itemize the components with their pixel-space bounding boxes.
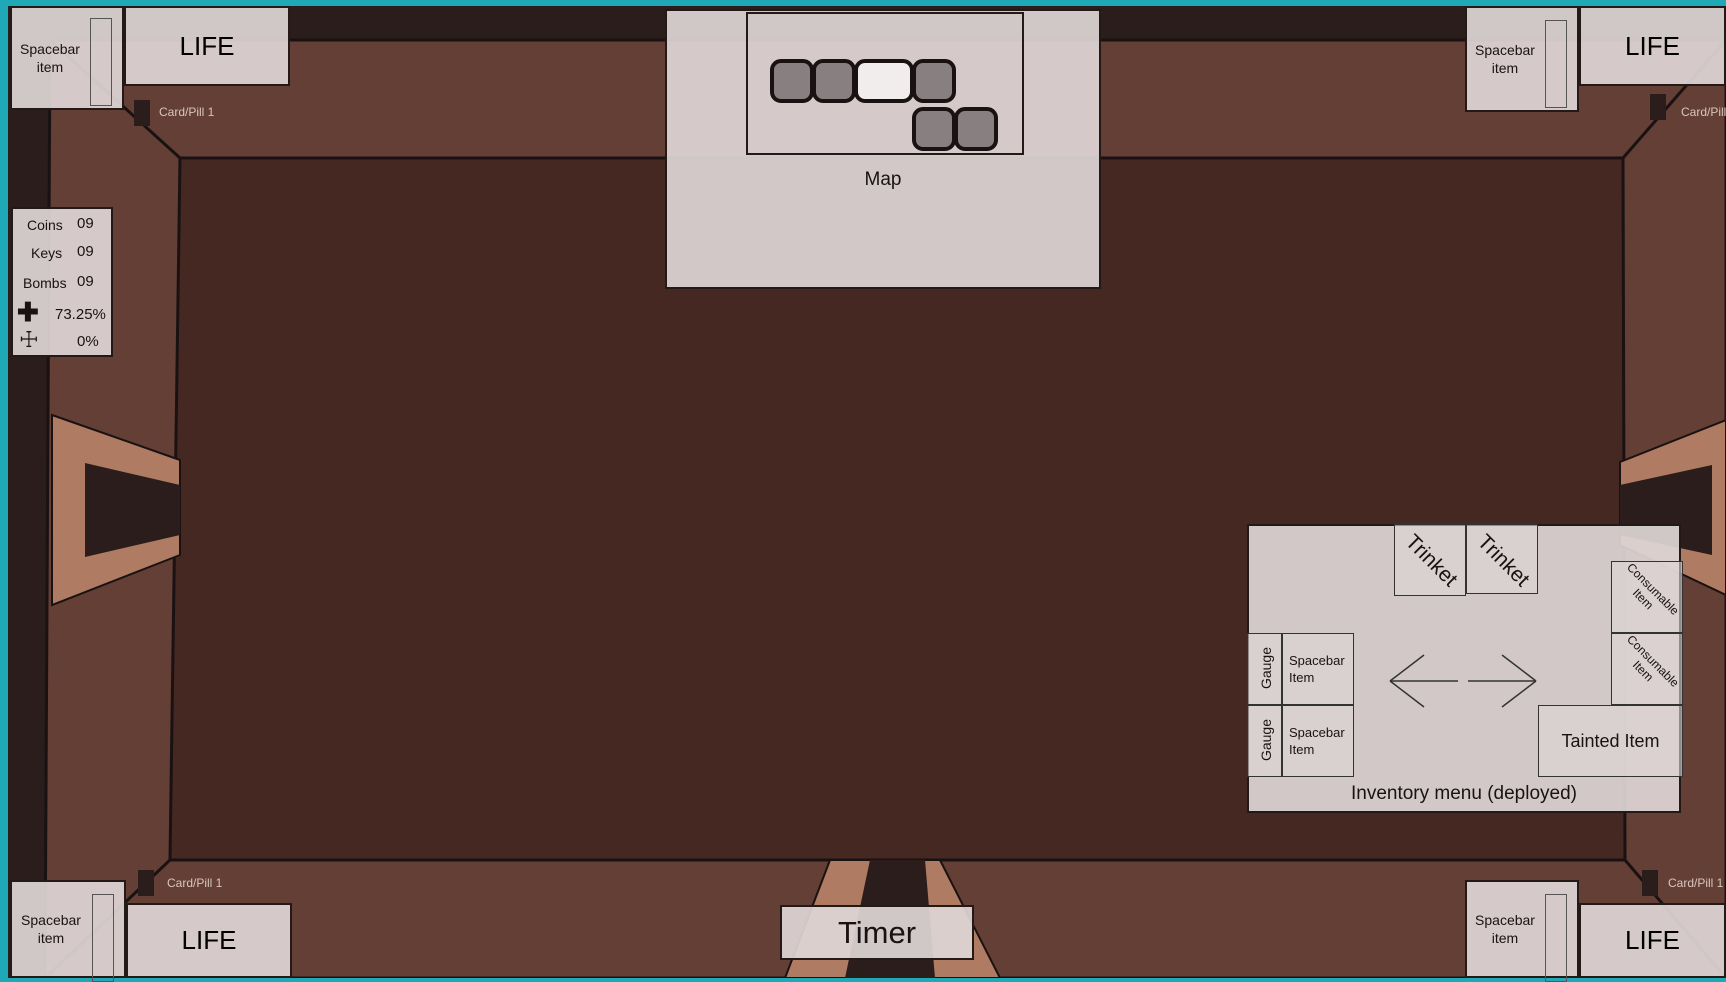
stats-panel: Coins 09 Keys 09 Bombs 09 ✚ 73.25% ☩ 0% [11,207,113,357]
gauge-slot-2: Gauge [1247,705,1282,777]
arrow-right-icon[interactable] [1468,655,1536,707]
bombs-label: Bombs [23,275,67,291]
minimap-room-0 [772,61,812,101]
card-pill-slot-icon [134,100,150,126]
map-panel: Map [665,9,1101,289]
card-pill-label-p1: Card/Pill 1 [159,105,214,119]
timer-panel: Timer [780,905,974,960]
card-pill-label-p2: Card/Pill 1 [1681,105,1726,119]
keys-label: Keys [31,245,62,261]
charge-bar [92,894,114,982]
charge-bar [1545,20,1567,108]
charge-bar [90,18,112,106]
spacebar-item-label: Spacebar Item [1289,652,1345,686]
card-pill-slot-icon [1650,94,1666,120]
minimap-room-2 [856,61,912,101]
keys-value: 09 [77,243,94,260]
spacebar-item-slot-p3: Spacebar item [10,880,126,978]
consumable-label: Consumable Item [1613,559,1684,630]
arrow-left-icon[interactable] [1390,655,1458,707]
life-panel-p3: LIFE [126,903,292,978]
trinket-slot-2[interactable]: Trinket [1466,524,1538,594]
devil-chance-value: 0% [77,333,99,350]
life-label: LIFE [180,31,235,62]
spacebar-item-slot-p2: Spacebar item [1465,6,1579,112]
consumable-label: Consumable Item [1613,631,1684,702]
tainted-item-label: Tainted Item [1561,731,1659,752]
life-panel-p1: LIFE [124,6,290,86]
coins-value: 09 [77,215,94,232]
life-label: LIFE [182,925,237,956]
gauge-label: Gauge [1258,704,1274,776]
angel-chance-value: 73.25% [55,306,106,323]
trinket-slot-1[interactable]: Trinket [1394,524,1466,596]
life-panel-p2: LIFE [1579,6,1726,86]
tainted-item-slot[interactable]: Tainted Item [1538,705,1683,777]
angel-cross-icon: ✚ [17,297,39,328]
timer-label: Timer [838,915,916,951]
minimap-room-4 [914,109,954,149]
card-pill-slot-icon [138,870,154,896]
life-label: LIFE [1625,31,1680,62]
consumable-slot-2[interactable]: Consumable Item [1611,633,1683,705]
minimap [746,12,1024,155]
devil-cross-icon: ☩ [19,327,39,353]
bombs-value: 09 [77,273,94,290]
inventory-arrows [1384,651,1544,711]
consumable-slot-1[interactable]: Consumable Item [1611,561,1683,633]
trinket-label: Trinket [1469,527,1537,595]
minimap-rooms [748,14,1022,153]
map-label: Map [667,169,1099,191]
card-pill-label-p4: Card/Pill 1 [1668,876,1723,890]
card-pill-label-p3: Card/Pill 1 [167,876,222,890]
minimap-room-5 [956,109,996,149]
spacebar-item-slot-1[interactable]: Spacebar Item [1282,633,1354,705]
coins-label: Coins [27,217,63,233]
minimap-room-1 [814,61,854,101]
card-pill-slot-icon [1642,870,1658,896]
inventory-title: Inventory menu (deployed) [1249,783,1679,805]
spacebar-item-slot-p1: Spacebar item [10,6,124,110]
gauge-slot-1: Gauge [1247,633,1282,705]
spacebar-item-slot-p4: Spacebar item [1465,880,1579,978]
charge-bar [1545,894,1567,982]
spacebar-item-slot-2[interactable]: Spacebar Item [1282,705,1354,777]
trinket-label: Trinket [1397,527,1465,595]
life-label: LIFE [1625,925,1680,956]
life-panel-p4: LIFE [1579,903,1726,978]
minimap-room-3 [914,61,954,101]
gauge-label: Gauge [1258,632,1274,704]
inventory-menu: Trinket Trinket Consumable Item Consumab… [1247,524,1681,813]
spacebar-item-label: Spacebar Item [1289,724,1345,758]
